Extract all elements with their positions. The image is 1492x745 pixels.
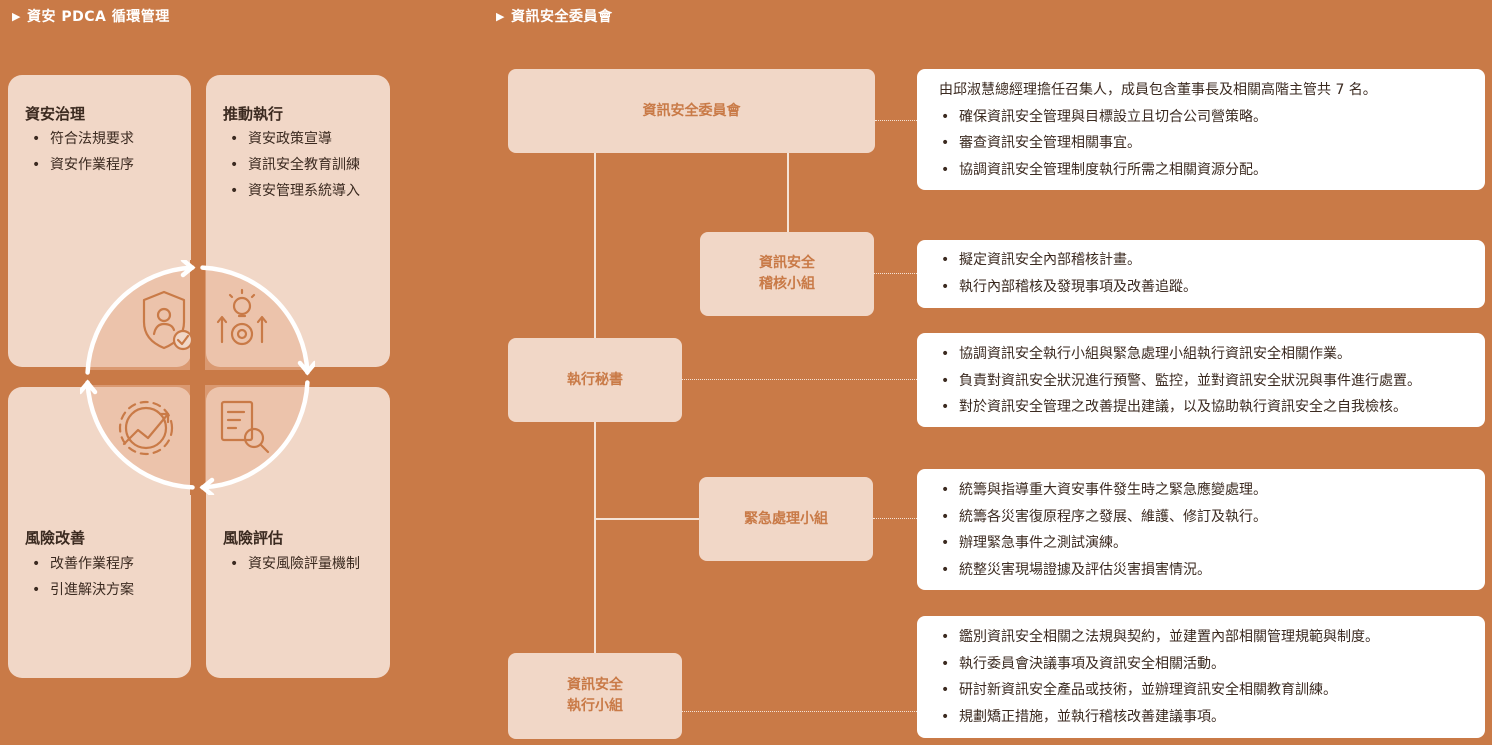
desc-item: 審查資訊安全管理相關事宜。 bbox=[931, 130, 1471, 157]
triangle-icon: ▶ bbox=[12, 9, 21, 23]
desc-item: 研討新資訊安全產品或技術，並辦理資訊安全相關教育訓練。 bbox=[931, 677, 1471, 704]
quadrant-list: 符合法規要求 資安作業程序 bbox=[32, 126, 134, 178]
org-box-audit: 資訊安全 稽核小組 bbox=[700, 232, 874, 316]
org-box-label: 稽核小組 bbox=[759, 276, 815, 292]
org-box-label: 執行小組 bbox=[567, 698, 623, 714]
list-item: 資安作業程序 bbox=[32, 152, 134, 178]
org-box-emergency: 緊急處理小組 bbox=[699, 477, 873, 561]
quadrant-title: 風險改善 bbox=[25, 529, 86, 547]
connector-audit bbox=[787, 152, 789, 234]
desc-item: 統整災害現場證據及評估災害損害情況。 bbox=[931, 557, 1471, 584]
desc-emergency: 統籌與指導重大資安事件發生時之緊急應變處理。 統籌各災害復原程序之發展、維護、修… bbox=[917, 469, 1485, 590]
quadrant-title: 推動執行 bbox=[223, 105, 284, 123]
org-box-label: 緊急處理小組 bbox=[744, 510, 828, 527]
leader-committee bbox=[875, 120, 917, 121]
list-item: 資訊安全教育訓練 bbox=[230, 152, 360, 178]
pdca-quadrant-improvement: 風險改善 改善作業程序 引進解決方案 bbox=[8, 387, 191, 678]
quadrant-list: 改善作業程序 引進解決方案 bbox=[32, 551, 134, 603]
org-box-exec: 資訊安全 執行小組 bbox=[508, 653, 682, 739]
desc-committee: 由邱淑慧總經理擔任召集人，成員包含董事長及相關高階主管共 7 名。 確保資訊安全… bbox=[917, 69, 1485, 190]
desc-item: 確保資訊安全管理與目標設立且切合公司營策略。 bbox=[931, 104, 1471, 131]
gear-trend-icon bbox=[118, 400, 174, 456]
list-item: 符合法規要求 bbox=[32, 126, 134, 152]
connector-emergency bbox=[594, 518, 700, 520]
right-section-title-text: 資訊安全委員會 bbox=[510, 9, 613, 25]
quadrant-title: 風險評估 bbox=[223, 529, 284, 547]
leader-exec bbox=[682, 711, 917, 712]
pdca-quadrant-governance: 資安治理 符合法規要求 資安作業程序 bbox=[8, 75, 191, 367]
shield-person-icon bbox=[142, 290, 194, 351]
left-section-title-text: 資安 PDCA 循環管理 bbox=[26, 9, 170, 25]
desc-intro: 由邱淑慧總經理擔任召集人，成員包含董事長及相關高階主管共 7 名。 bbox=[939, 82, 1377, 98]
list-item: 引進解決方案 bbox=[32, 577, 134, 603]
left-section-title: ▶ 資安 PDCA 循環管理 bbox=[12, 6, 170, 26]
desc-item: 鑑別資訊安全相關之法規與契約，並建置內部相關管理規範與制度。 bbox=[931, 624, 1471, 651]
document-magnifier-icon bbox=[220, 400, 270, 454]
org-box-label: 執行秘書 bbox=[567, 371, 623, 388]
desc-item: 執行內部稽核及發現事項及改善追蹤。 bbox=[931, 274, 1471, 301]
leader-secretary bbox=[682, 379, 917, 380]
desc-exec: 鑑別資訊安全相關之法規與契約，並建置內部相關管理規範與制度。 執行委員會決議事項… bbox=[917, 616, 1485, 738]
list-item: 改善作業程序 bbox=[32, 551, 134, 577]
desc-item: 統籌與指導重大資安事件發生時之緊急應變處理。 bbox=[931, 477, 1471, 504]
quadrant-list: 資安風險評量機制 bbox=[230, 551, 360, 577]
desc-item: 負責對資訊安全狀況進行預警、監控，並對資訊安全狀況與事件進行處置。 bbox=[931, 368, 1471, 395]
right-section-title: ▶ 資訊安全委員會 bbox=[496, 6, 612, 26]
desc-audit: 擬定資訊安全內部稽核計畫。 執行內部稽核及發現事項及改善追蹤。 bbox=[917, 240, 1485, 308]
org-box-label: 資訊安全 bbox=[759, 255, 815, 271]
pdca-cycle-graphic bbox=[80, 260, 315, 495]
list-item: 資安政策宣導 bbox=[230, 126, 360, 152]
desc-item: 對於資訊安全管理之改善提出建議，以及協助執行資訊安全之自我檢核。 bbox=[931, 394, 1471, 421]
list-item: 資安風險評量機制 bbox=[230, 551, 360, 577]
quadrant-list: 資安政策宣導 資訊安全教育訓練 資安管理系統導入 bbox=[230, 126, 360, 204]
lightbulb-gear-icon bbox=[216, 288, 268, 346]
desc-item: 辦理緊急事件之測試演練。 bbox=[931, 530, 1471, 557]
quadrant-title: 資安治理 bbox=[25, 105, 86, 123]
desc-item: 規劃矯正措施，並執行稽核改善建議事項。 bbox=[931, 704, 1471, 731]
desc-item: 協調資訊安全執行小組與緊急處理小組執行資訊安全相關作業。 bbox=[931, 341, 1471, 368]
desc-item: 執行委員會決議事項及資訊安全相關活動。 bbox=[931, 651, 1471, 678]
pdca-quadrant-assessment: 風險評估 資安風險評量機制 bbox=[206, 387, 390, 678]
org-box-secretary: 執行秘書 bbox=[508, 338, 682, 422]
list-item: 資安管理系統導入 bbox=[230, 178, 360, 204]
desc-secretary: 協調資訊安全執行小組與緊急處理小組執行資訊安全相關作業。 負責對資訊安全狀況進行… bbox=[917, 333, 1485, 427]
desc-item: 擬定資訊安全內部稽核計畫。 bbox=[931, 247, 1471, 274]
desc-item: 協調資訊安全管理制度執行所需之相關資源分配。 bbox=[931, 157, 1471, 184]
leader-emergency bbox=[873, 518, 917, 519]
leader-audit bbox=[874, 273, 917, 274]
org-box-committee: 資訊安全委員會 bbox=[508, 69, 875, 153]
triangle-icon: ▶ bbox=[496, 9, 505, 23]
desc-item: 統籌各災害復原程序之發展、維護、修訂及執行。 bbox=[931, 504, 1471, 531]
org-box-label: 資訊安全 bbox=[567, 677, 623, 693]
org-box-label: 資訊安全委員會 bbox=[642, 102, 741, 119]
